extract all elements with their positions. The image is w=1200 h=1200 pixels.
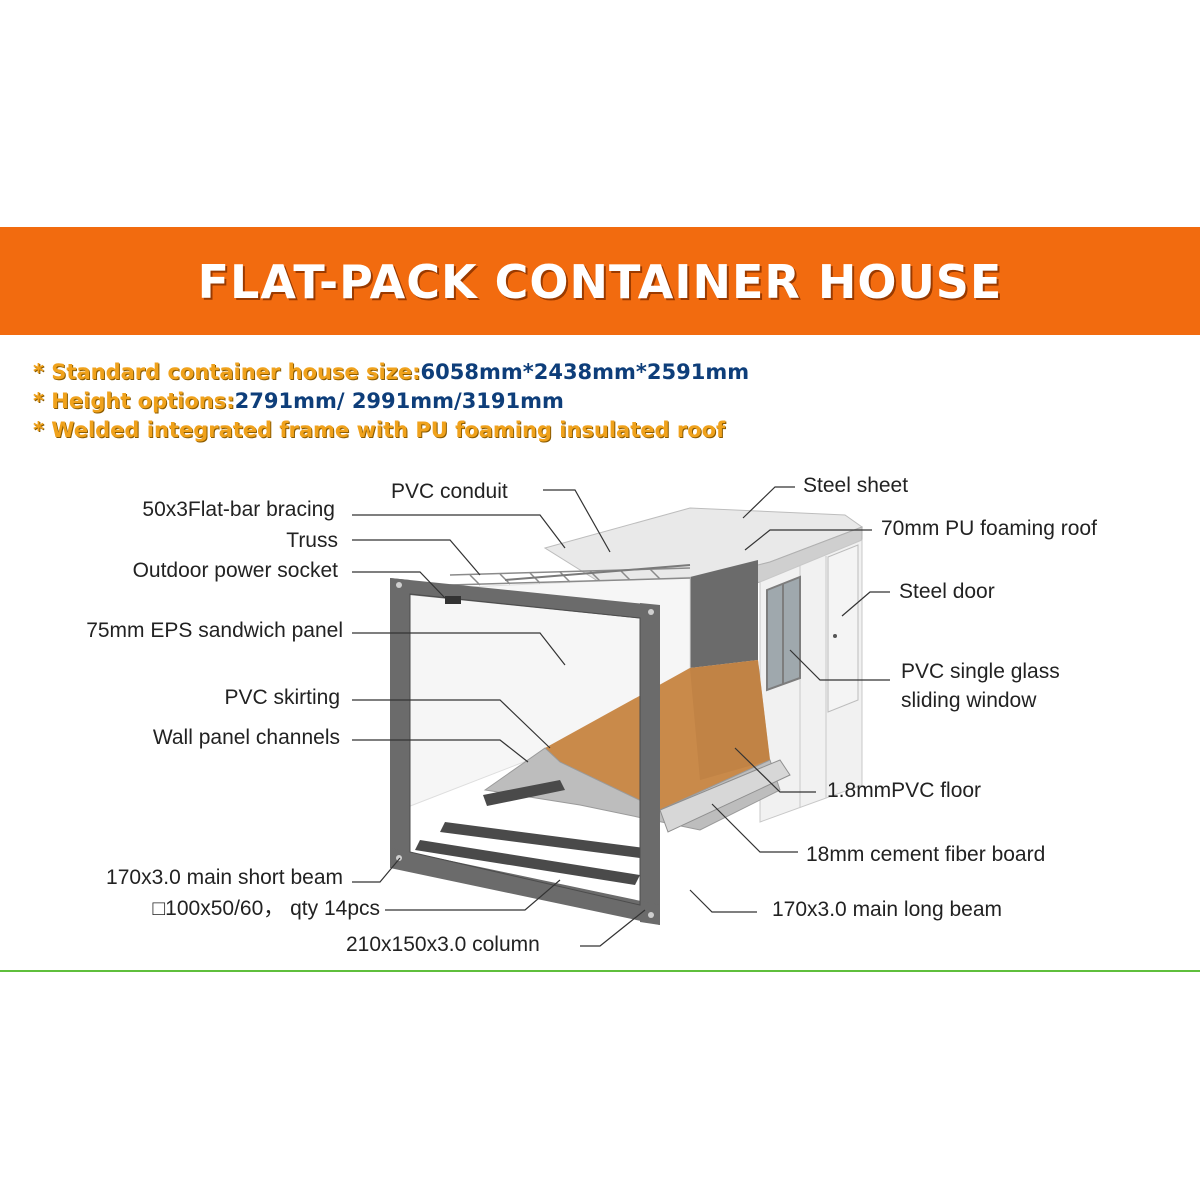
frame-right-column xyxy=(640,603,660,925)
secondary-beam xyxy=(440,822,660,860)
flat-bar-bracing xyxy=(504,564,691,581)
label-pvc-floor: 1.8mmPVC floor xyxy=(827,779,982,802)
label-column: 210x150x3.0 column xyxy=(346,933,540,956)
label-pvc-skirting: PVC skirting xyxy=(224,686,340,709)
frame-left-column xyxy=(390,578,410,868)
secondary-beam xyxy=(483,780,565,806)
spec-line-height: * Height options:2791mm/ 2991mm/3191mm xyxy=(33,389,564,413)
label-pvc-conduit: PVC conduit xyxy=(391,480,508,503)
front-frame xyxy=(390,578,660,925)
leader-lines xyxy=(352,486,890,947)
main-long-beam xyxy=(659,759,791,833)
page-title: FLAT-PACK CONTAINER HOUSE xyxy=(197,255,1003,309)
secondary-beam xyxy=(415,840,640,885)
frame-bottom-beam xyxy=(390,848,660,925)
frame-inner-face xyxy=(409,593,641,906)
title-banner xyxy=(0,227,1200,335)
label-outdoor-power-socket: Outdoor power socket xyxy=(132,559,338,582)
spec-line-frame: * Welded integrated frame with PU foamin… xyxy=(33,418,726,442)
label-eps-sandwich-panel: 75mm EPS sandwich panel xyxy=(86,619,343,642)
frame-top-beam xyxy=(390,578,655,620)
bullet-star: * xyxy=(33,389,52,413)
pvc-floor-shade xyxy=(690,660,770,780)
label-main-long-beam: 170x3.0 main long beam xyxy=(772,898,1002,921)
label-wall-panel-channels: Wall panel channels xyxy=(152,726,340,749)
back-wall-inner xyxy=(690,560,758,668)
steel-door-panel xyxy=(827,544,859,713)
label-steel-door: Steel door xyxy=(899,580,995,603)
label-secondary-beam: □100x50/60， qty 14pcs xyxy=(152,897,381,920)
label-truss: Truss xyxy=(286,529,338,552)
door-handle xyxy=(833,634,837,638)
label-window-line2: sliding window xyxy=(901,689,1037,712)
outdoor-power-socket xyxy=(445,596,461,604)
label-flat-bar-bracing: 50x3Flat-bar bracing xyxy=(142,498,335,521)
label-main-short-beam: 170x3.0 main short beam xyxy=(106,866,343,889)
footer-divider xyxy=(0,970,1200,972)
label-cement-fiber-board: 18mm cement fiber board xyxy=(806,843,1046,866)
spec-line-size: * Standard container house size:6058mm*2… xyxy=(33,360,750,384)
label-steel-sheet: Steel sheet xyxy=(803,474,909,497)
bullet-star: * xyxy=(33,360,52,384)
label-pu-foaming-roof: 70mm PU foaming roof xyxy=(881,517,1097,540)
label-window-line1: PVC single glass xyxy=(901,660,1060,683)
bullet-star: * xyxy=(33,418,52,442)
